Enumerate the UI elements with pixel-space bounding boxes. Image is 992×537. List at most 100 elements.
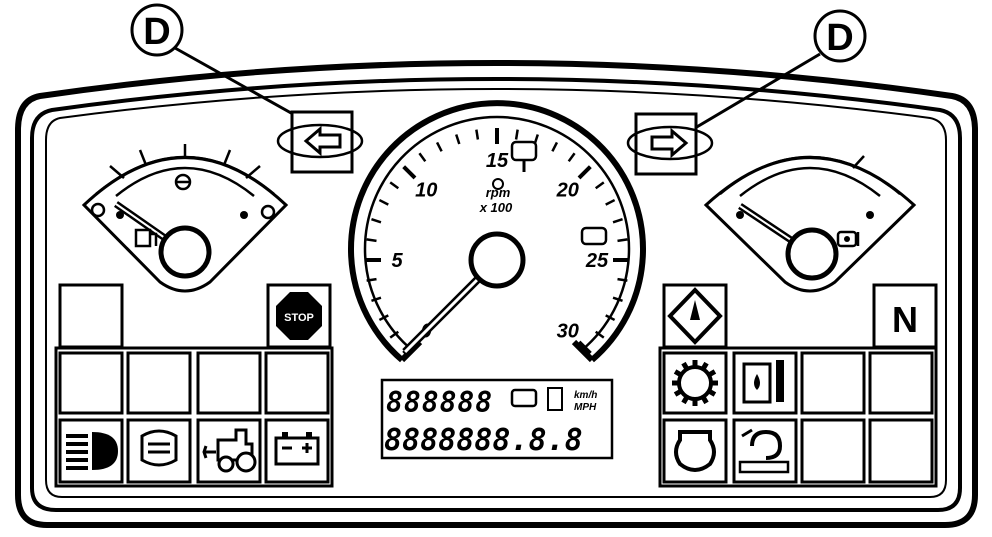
- tach-tick: [366, 277, 377, 282]
- transmission-oil-indicator: [126, 418, 192, 484]
- neutral-lamp-text: N: [892, 299, 918, 340]
- stop-lamp-text: STOP: [284, 312, 314, 324]
- temp-gauge: [703, 155, 917, 293]
- cluster-face-border: [45, 88, 947, 498]
- gear-tooth: [673, 388, 683, 397]
- gear-tooth: [673, 369, 683, 378]
- gear-tooth: [700, 395, 709, 405]
- tach-tick: [612, 296, 623, 302]
- tach-unit-rpm: rpm: [486, 185, 511, 200]
- tach-scale-label: 25: [585, 250, 609, 272]
- cluster-housing-inner: [30, 77, 962, 512]
- left-indicator-panel: STOP: [54, 283, 334, 488]
- hydraulic-oil-indicator: [732, 351, 798, 415]
- left-indicator-2: [126, 351, 192, 415]
- gear-tooth: [707, 369, 717, 378]
- tach-tick: [577, 165, 592, 180]
- air-filter-indicator: [662, 418, 728, 484]
- lcd-indicator-box: [547, 387, 563, 411]
- left-turn-indicator: [276, 110, 364, 174]
- tach-tick: [378, 314, 389, 322]
- fuel-pump-icon: [134, 228, 158, 248]
- battery-indicator: [264, 418, 330, 484]
- gear-tooth: [681, 395, 690, 405]
- rpm-icon: [492, 178, 504, 190]
- tach-tick: [594, 181, 605, 190]
- left-indicator-3: [196, 351, 262, 415]
- lcd-unit-kmh: km/h: [574, 390, 597, 401]
- tach-tick: [617, 238, 628, 243]
- cluster-housing-outer: [15, 60, 978, 528]
- lcd-upper-digits: 888888: [386, 386, 493, 419]
- gear-tooth: [707, 388, 717, 397]
- headlight-high-beam-icon: [66, 432, 118, 470]
- gear-warning-icon: [672, 360, 718, 406]
- stop-sign-icon: [276, 292, 322, 340]
- neutral-indicator: N: [872, 283, 938, 349]
- lcd-lower-digits: 8888888.8.8: [384, 423, 583, 458]
- tach-scale-label: 15: [486, 150, 509, 172]
- stop-lamp: STOP: [266, 283, 332, 349]
- pto-lcd-icon: [510, 388, 538, 408]
- left-indicator-4: [264, 351, 330, 415]
- tach-tick: [455, 134, 461, 145]
- tachometer: 051015202530 rpm x 100: [348, 100, 646, 363]
- tach-unit-x100: x 100: [479, 200, 513, 215]
- engine-preheat-icon: [738, 428, 790, 474]
- hydraulic-oil-level-icon: [742, 360, 784, 404]
- tach-scale-label: 30: [557, 321, 579, 343]
- tach-tick: [435, 141, 443, 152]
- right-indicator-4: [868, 351, 934, 415]
- pto-icon-small: [580, 226, 608, 246]
- tach-tick: [594, 330, 605, 339]
- tach-tick: [605, 198, 616, 206]
- right-indicator-7: [800, 418, 866, 484]
- gear-tooth: [681, 361, 690, 371]
- tach-tick: [475, 129, 480, 140]
- tach-tick: [418, 152, 427, 163]
- coolant-temperature-icon: [836, 230, 860, 248]
- tach-tick: [514, 129, 519, 140]
- preheat-indicator: [732, 418, 798, 484]
- battery-charge-icon: [274, 432, 320, 466]
- left-arrow-icon: [303, 125, 342, 157]
- tach-scale-label: 20: [556, 179, 579, 201]
- fuel-gauge: [81, 144, 289, 293]
- warning-indicator: [662, 283, 728, 349]
- tach-tick: [371, 218, 382, 224]
- tach-tick: [617, 277, 628, 282]
- right-indicator-3: [800, 351, 866, 415]
- callout-d-left-label: D: [143, 11, 170, 53]
- callout-d-right-label: D: [826, 17, 853, 59]
- lcd-unit-mph: MPH: [574, 402, 597, 413]
- tach-tick: [366, 238, 377, 243]
- tach-tick: [402, 165, 417, 180]
- tach-tick: [371, 296, 382, 302]
- left-indicator-top: [58, 283, 124, 349]
- tach-tick: [605, 314, 616, 322]
- lcd-display: 888888 km/h MPH 8888888.8.8: [380, 378, 614, 460]
- tach-tick: [567, 152, 576, 163]
- tach-tick: [389, 330, 400, 339]
- right-indicator-panel: N: [658, 283, 938, 488]
- tach-scale-label: 10: [415, 179, 437, 201]
- right-arrow-icon: [650, 127, 689, 159]
- tach-tick: [551, 141, 559, 152]
- gear-tooth: [700, 361, 709, 371]
- trailer-indicator: [196, 418, 262, 484]
- transmission-oil-icon: [140, 429, 178, 467]
- right-indicator-8: [868, 418, 934, 484]
- air-filter-icon: [674, 430, 716, 472]
- tach-tick: [612, 218, 623, 224]
- high-beam-indicator: [58, 418, 124, 484]
- right-turn-indicator: [626, 112, 714, 176]
- tach-tick: [577, 340, 592, 355]
- tach-tick: [389, 181, 400, 190]
- callout-d-left: D: [130, 3, 301, 120]
- engine-oil-pressure-indicator: [662, 351, 728, 415]
- pto-icon: [510, 140, 538, 172]
- tach-hub: [468, 231, 526, 289]
- tach-tick: [378, 198, 389, 206]
